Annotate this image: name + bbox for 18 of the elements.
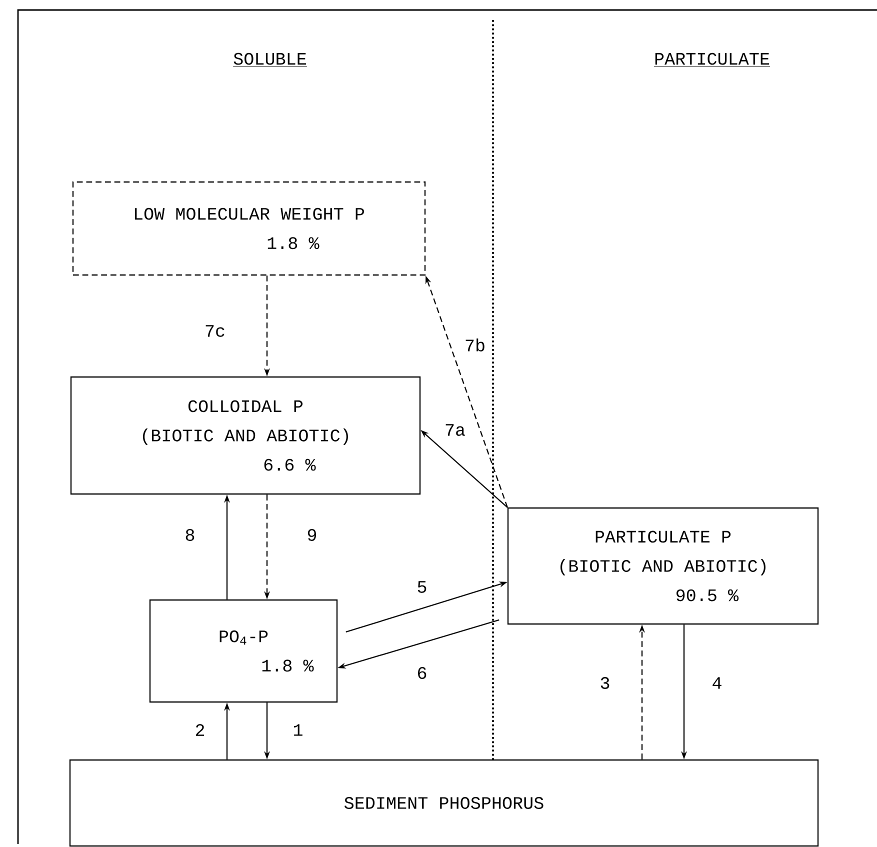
process-box: SEDIMENT PHOSPHORUS [69, 759, 819, 847]
edge-label: 3 [600, 677, 610, 689]
edge-label: 7c [206, 325, 224, 337]
edge-label: 4 [712, 677, 722, 689]
edge-label: 9 [308, 529, 316, 541]
column-heading: SOLUBLE [232, 52, 308, 67]
edge-label: 7a [446, 424, 465, 436]
edge-label: 5 [418, 581, 426, 593]
edge-label: 2 [196, 724, 204, 736]
process-box: PO$_{4}$-P 1.8 % [149, 599, 338, 703]
edge-label: 6 [418, 667, 426, 679]
edge-label: 1 [294, 724, 302, 736]
process-box: LOW MOLECULAR WEIGHT P 1.8 % [72, 181, 426, 276]
process-box: COLLOIDAL P (BIOTIC AND ABIOTIC) 6.6 % [70, 376, 421, 495]
process-box: PARTICULATE P (BIOTIC AND ABIOTIC) 90.5 % [507, 507, 819, 625]
edge-label: 7b [466, 338, 484, 352]
column-heading: PARTICULATE [654, 52, 770, 67]
edge-label: 8 [186, 529, 194, 541]
